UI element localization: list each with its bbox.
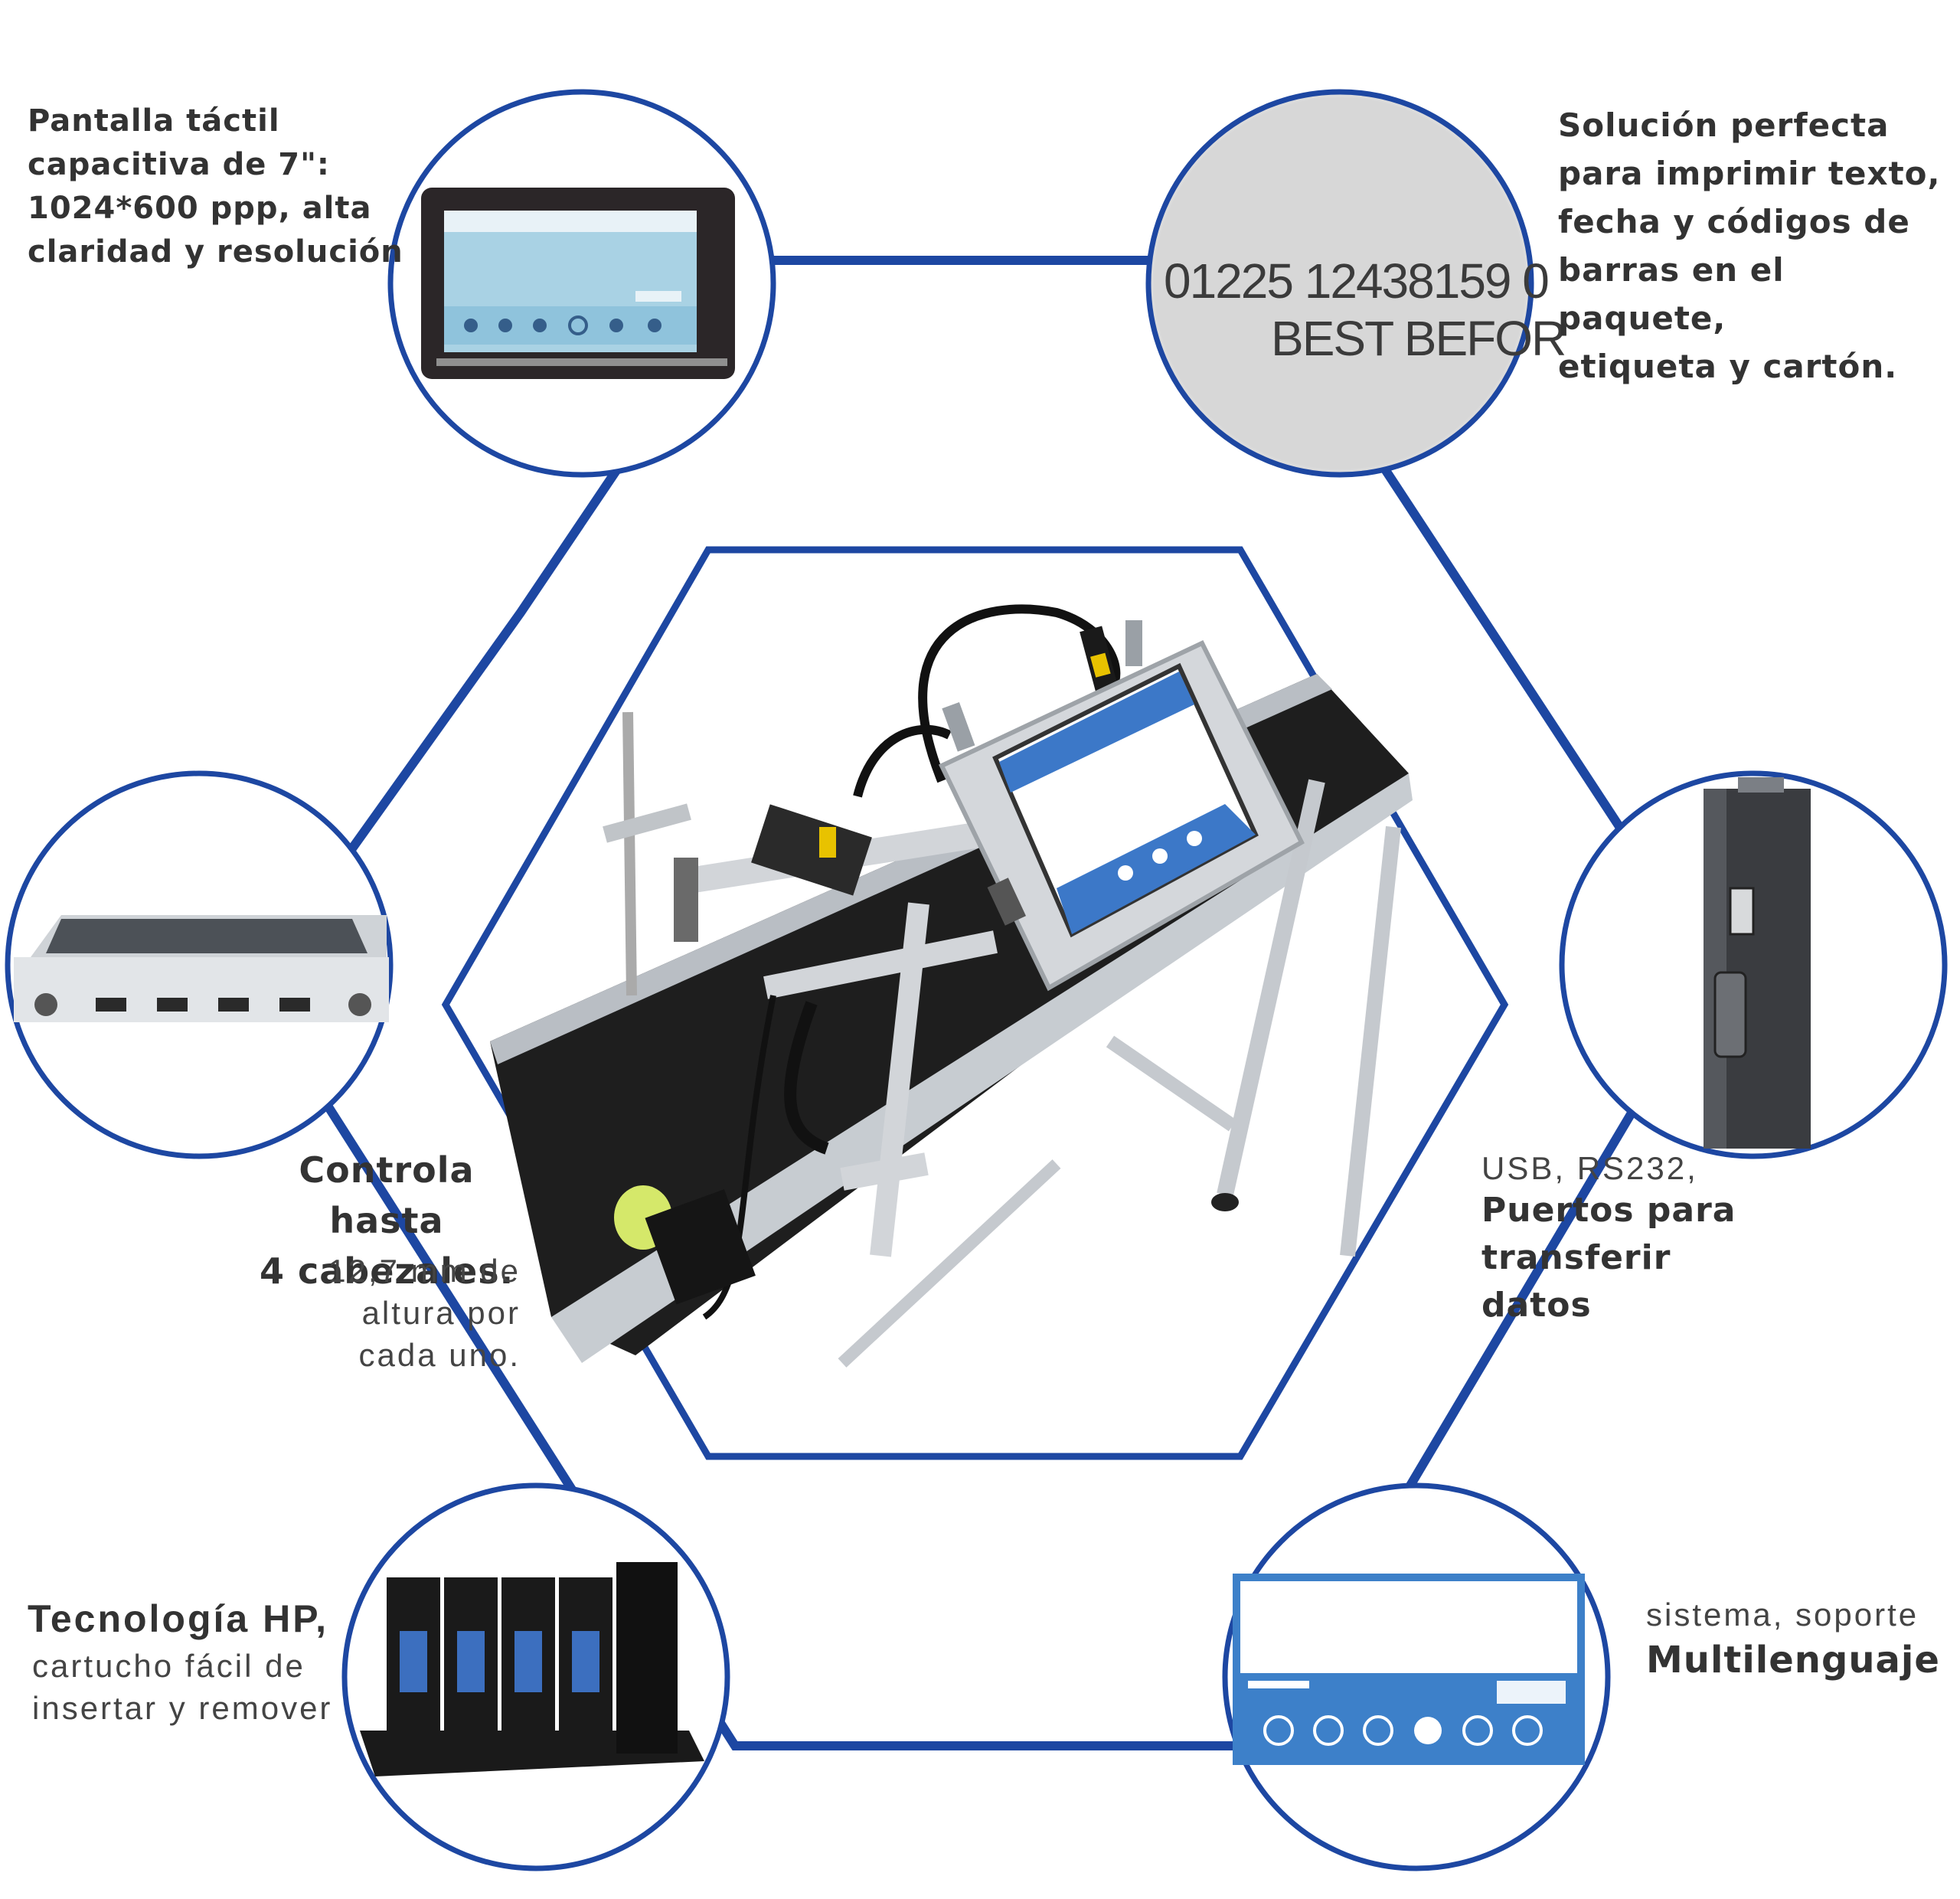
heads-detail-1: 12,7 mm de xyxy=(328,1253,521,1289)
heads-line-2: 4 cabezales. xyxy=(259,1250,514,1292)
cartridge-title: Tecnología HP, xyxy=(28,1597,329,1640)
ports-line-2: transferir xyxy=(1481,1238,1671,1277)
ports-line-3: datos xyxy=(1481,1286,1592,1325)
heads-details: 12,7 mm de altura por cada uno. xyxy=(276,1250,521,1376)
cartridge-details: cartucho fácil de insertar y remover xyxy=(32,1645,332,1729)
heads-detail-2: altura por xyxy=(361,1295,521,1331)
language-system: sistema, soporte xyxy=(1646,1597,1919,1633)
touchscreen-line-1: Pantalla táctil xyxy=(28,103,280,139)
touchscreen-line-3: 1024*600 ppp, alta xyxy=(28,191,372,226)
printing-description: Solución perfecta para imprimir texto, f… xyxy=(1558,101,1960,391)
printing-line-1: Solución perfecta xyxy=(1558,106,1890,144)
language-title: Multilenguaje xyxy=(1646,1639,1940,1682)
heads-detail-3: cada uno. xyxy=(358,1337,521,1373)
print-sample-code: 01225 12438159 0 xyxy=(1164,253,1550,309)
printing-line-5: etiqueta y cartón. xyxy=(1558,348,1898,385)
ports-description: Puertos para transferir datos xyxy=(1481,1187,1736,1329)
cartridge-detail-1: cartucho fácil de xyxy=(32,1648,305,1684)
touchscreen-description: Pantalla táctil capacitiva de 7": 1024*6… xyxy=(28,100,403,274)
print-sample-best-before: BEST BEFOR xyxy=(1271,311,1566,366)
printing-line-4: barras en el paquete, xyxy=(1558,251,1785,337)
front-ports-circle xyxy=(5,770,394,1159)
heads-line-1: Controla hasta xyxy=(299,1149,475,1241)
cartridge-detail-2: insertar y remover xyxy=(32,1690,333,1726)
ports-line-1: Puertos para xyxy=(1481,1191,1736,1230)
printing-line-3: fecha y códigos de xyxy=(1558,203,1910,240)
side-ports-circle xyxy=(1559,770,1948,1159)
touchscreen-line-4: claridad y resolución xyxy=(28,234,403,270)
touchscreen-circle xyxy=(387,89,776,478)
heads-title: Controla hasta 4 cabezales. xyxy=(253,1145,521,1296)
printing-line-2: para imprimir texto, xyxy=(1558,155,1941,192)
ports-types: USB, RS232, xyxy=(1481,1150,1698,1186)
cartridges-circle xyxy=(341,1482,730,1871)
touchscreen-line-2: capacitiva de 7": xyxy=(28,147,330,182)
print-sample-circle xyxy=(1145,89,1534,478)
language-screen-circle xyxy=(1222,1482,1611,1871)
printer-machine-illustration xyxy=(490,604,1413,1368)
